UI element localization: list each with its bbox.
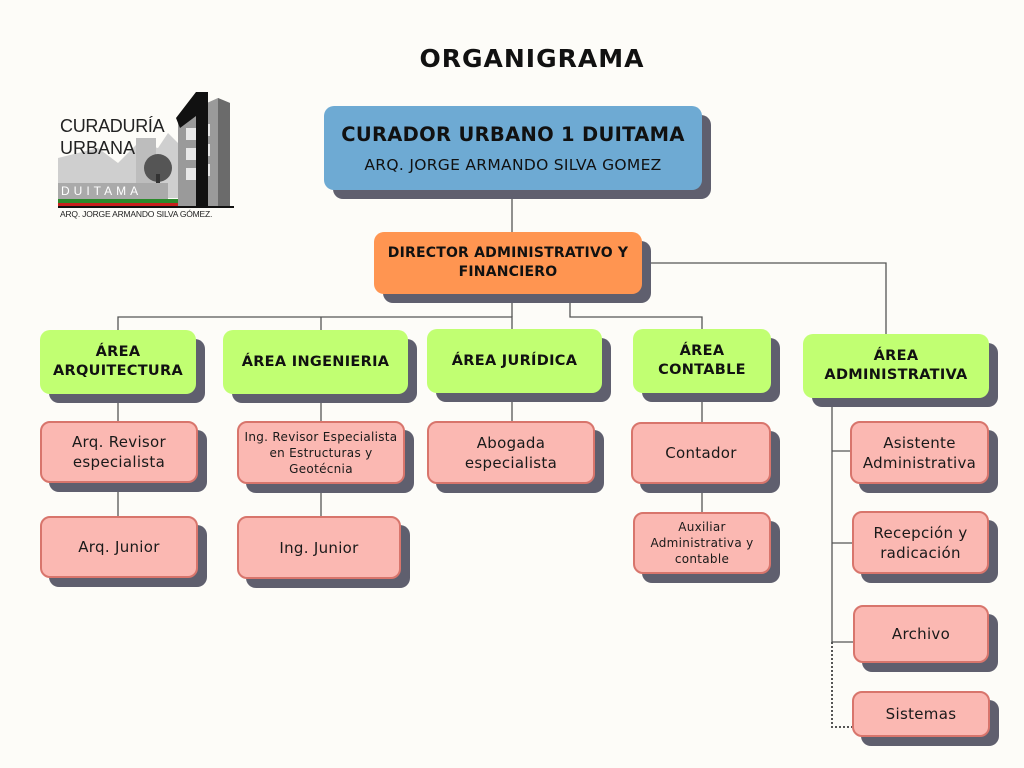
director-line1: DIRECTOR ADMINISTRATIVO Y	[387, 245, 629, 261]
role-label: radicación	[880, 543, 961, 562]
curador-name: ARQ. JORGE ARMANDO SILVA GOMEZ	[364, 155, 662, 174]
logo-city-band: DUITAMA	[58, 183, 168, 199]
role-label: Arq. Junior	[78, 538, 160, 556]
area-administrativa[interactable]: ÁREA ADMINISTRATIVA	[803, 334, 989, 398]
logo-green-stripe	[58, 199, 178, 203]
logo-line1: CURADURÍA	[60, 116, 165, 136]
role-abogada[interactable]: Abogada especialista	[427, 421, 595, 484]
line-adm-sistemas-dotted	[831, 642, 852, 728]
role-arq-junior[interactable]: Arq. Junior	[40, 516, 198, 578]
area-label: ÁREA JURÍDICA	[451, 352, 578, 369]
role-label: en Estructuras y	[269, 445, 373, 460]
logo-signature: ARQ. JORGE ARMANDO SILVA GÓMEZ.	[60, 209, 213, 219]
role-label: Auxiliar	[678, 520, 726, 534]
area-label: ADMINISTRATIVA	[824, 367, 968, 383]
building-graphic-icon	[58, 92, 234, 206]
logo-red-stripe	[58, 203, 178, 206]
area-label: ÁREA INGENIERIA	[241, 353, 390, 370]
company-logo: CURADURÍA URBANA DUITAMA ARQ. JORGE ARMA…	[58, 88, 234, 223]
area-label: CONTABLE	[658, 362, 746, 378]
role-asistente[interactable]: Asistente Administrativa	[850, 421, 989, 484]
role-label: Abogada	[476, 433, 546, 452]
role-ing-junior[interactable]: Ing. Junior	[237, 516, 401, 579]
area-juridica[interactable]: ÁREA JURÍDICA	[427, 329, 602, 393]
line-director-admin	[642, 262, 887, 334]
role-label: especialista	[72, 453, 166, 471]
role-label: Arq. Revisor	[71, 433, 166, 451]
line-bus	[117, 316, 513, 332]
role-ing-revisor[interactable]: Ing. Revisor Especialista en Estructuras…	[237, 421, 405, 484]
role-label: Ing. Revisor Especialista	[244, 429, 398, 444]
role-label: Recepción y	[873, 523, 968, 542]
logo-black-stripe	[58, 206, 234, 208]
area-label: ARQUITECTURA	[53, 363, 183, 379]
curador-box[interactable]: CURADOR URBANO 1 DUITAMA ARQ. JORGE ARMA…	[324, 106, 702, 190]
logo-line2: URBANA	[60, 138, 136, 158]
role-label: Administrativa y	[650, 536, 754, 550]
area-arquitectura[interactable]: ÁREA ARQUITECTURA	[40, 330, 196, 394]
director-line2: FINANCIERO	[458, 264, 558, 280]
role-label: Geotécnia	[289, 461, 353, 476]
area-label: ÁREA	[95, 344, 141, 360]
role-label: Asistente	[883, 433, 956, 452]
area-label: ÁREA	[873, 348, 919, 364]
role-label: especialista	[464, 453, 558, 472]
chart-title: ORGANIGRAMA	[419, 44, 645, 73]
role-auxiliar[interactable]: Auxiliar Administrativa y contable	[633, 512, 771, 574]
area-label: ÁREA	[679, 343, 725, 359]
area-ingenieria[interactable]: ÁREA INGENIERIA	[223, 330, 408, 394]
role-recepcion[interactable]: Recepción y radicación	[852, 511, 989, 574]
role-contador[interactable]: Contador	[631, 422, 771, 484]
role-label: Sistemas	[885, 705, 957, 723]
role-label: Archivo	[891, 625, 951, 643]
role-sistemas[interactable]: Sistemas	[852, 691, 990, 737]
director-box[interactable]: DIRECTOR ADMINISTRATIVO Y FINANCIERO	[374, 232, 642, 294]
logo-city: DUITAMA	[61, 184, 143, 198]
curador-title: CURADOR URBANO 1 DUITAMA	[341, 122, 685, 146]
role-arq-revisor[interactable]: Arq. Revisor especialista	[40, 421, 198, 483]
area-contable[interactable]: ÁREA CONTABLE	[633, 329, 771, 393]
role-label: contable	[674, 552, 730, 566]
role-archivo[interactable]: Archivo	[853, 605, 989, 663]
role-label: Ing. Junior	[279, 538, 359, 557]
role-label: Administrativa	[862, 453, 977, 472]
role-label: Contador	[665, 444, 737, 462]
line-director-contable	[569, 298, 703, 332]
